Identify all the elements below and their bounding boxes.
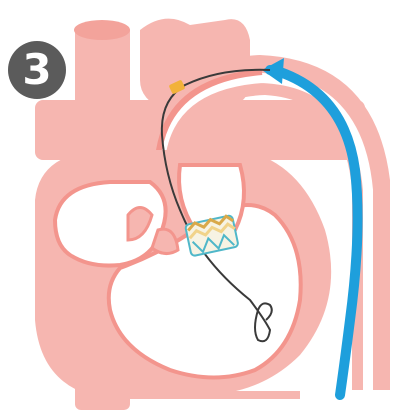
vena-cava-opening — [74, 20, 130, 40]
step-number-badge: 3 — [8, 41, 66, 99]
